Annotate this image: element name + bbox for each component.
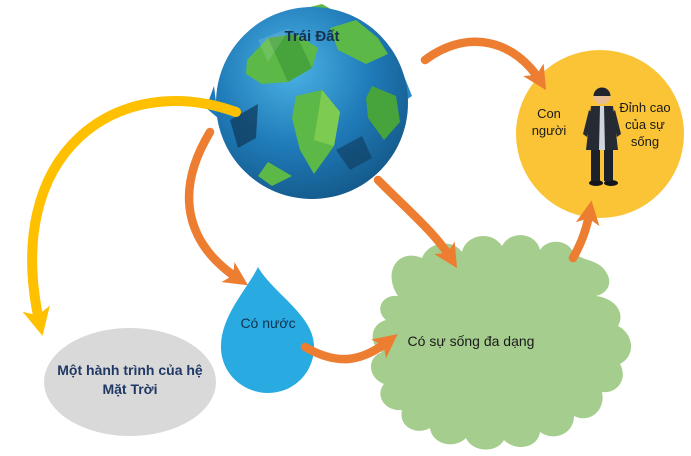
globe-continent [366, 86, 400, 140]
globe-continent-facet [268, 34, 312, 82]
person-shoe [604, 180, 618, 186]
globe-continent-facet [314, 90, 340, 146]
person-arm [583, 110, 593, 137]
arrow-earth-to-solar-journey [22, 96, 241, 336]
globe-deep-water [336, 136, 372, 170]
person-hair [593, 87, 611, 96]
arrow-life-to-human [568, 200, 600, 263]
person-arm [611, 110, 621, 137]
arrow-earth-to-water [184, 127, 249, 286]
person-shirt [599, 106, 605, 150]
arrow-earth-to-life [373, 175, 458, 269]
arrow-earth-to-human [420, 37, 547, 91]
globe-highlight [258, 28, 290, 62]
earth-globe-icon [206, 4, 412, 199]
globe-continent [330, 20, 388, 64]
solar-ellipse-shape [44, 328, 216, 436]
person-icon [583, 87, 621, 186]
person-shoe [589, 180, 603, 186]
globe-continent [258, 162, 292, 186]
human-label: Con người [531, 106, 567, 138]
solar-journey-label: Một hành trình của hệ Mặt Trời [57, 362, 203, 397]
person-leg [591, 148, 600, 181]
water-drop-shape [220, 267, 315, 393]
earth-label: Trái Đất [284, 28, 340, 45]
water-label: Có nước [240, 315, 296, 331]
globe-deep-water [230, 104, 258, 148]
person-leg [604, 148, 613, 181]
life-blob-shape [370, 235, 632, 450]
peak-of-life-label: Đỉnh cao của sự sống [619, 100, 671, 149]
life-label: Có sự sống đa dạng [407, 333, 535, 349]
arrow-water-to-life [300, 334, 398, 364]
